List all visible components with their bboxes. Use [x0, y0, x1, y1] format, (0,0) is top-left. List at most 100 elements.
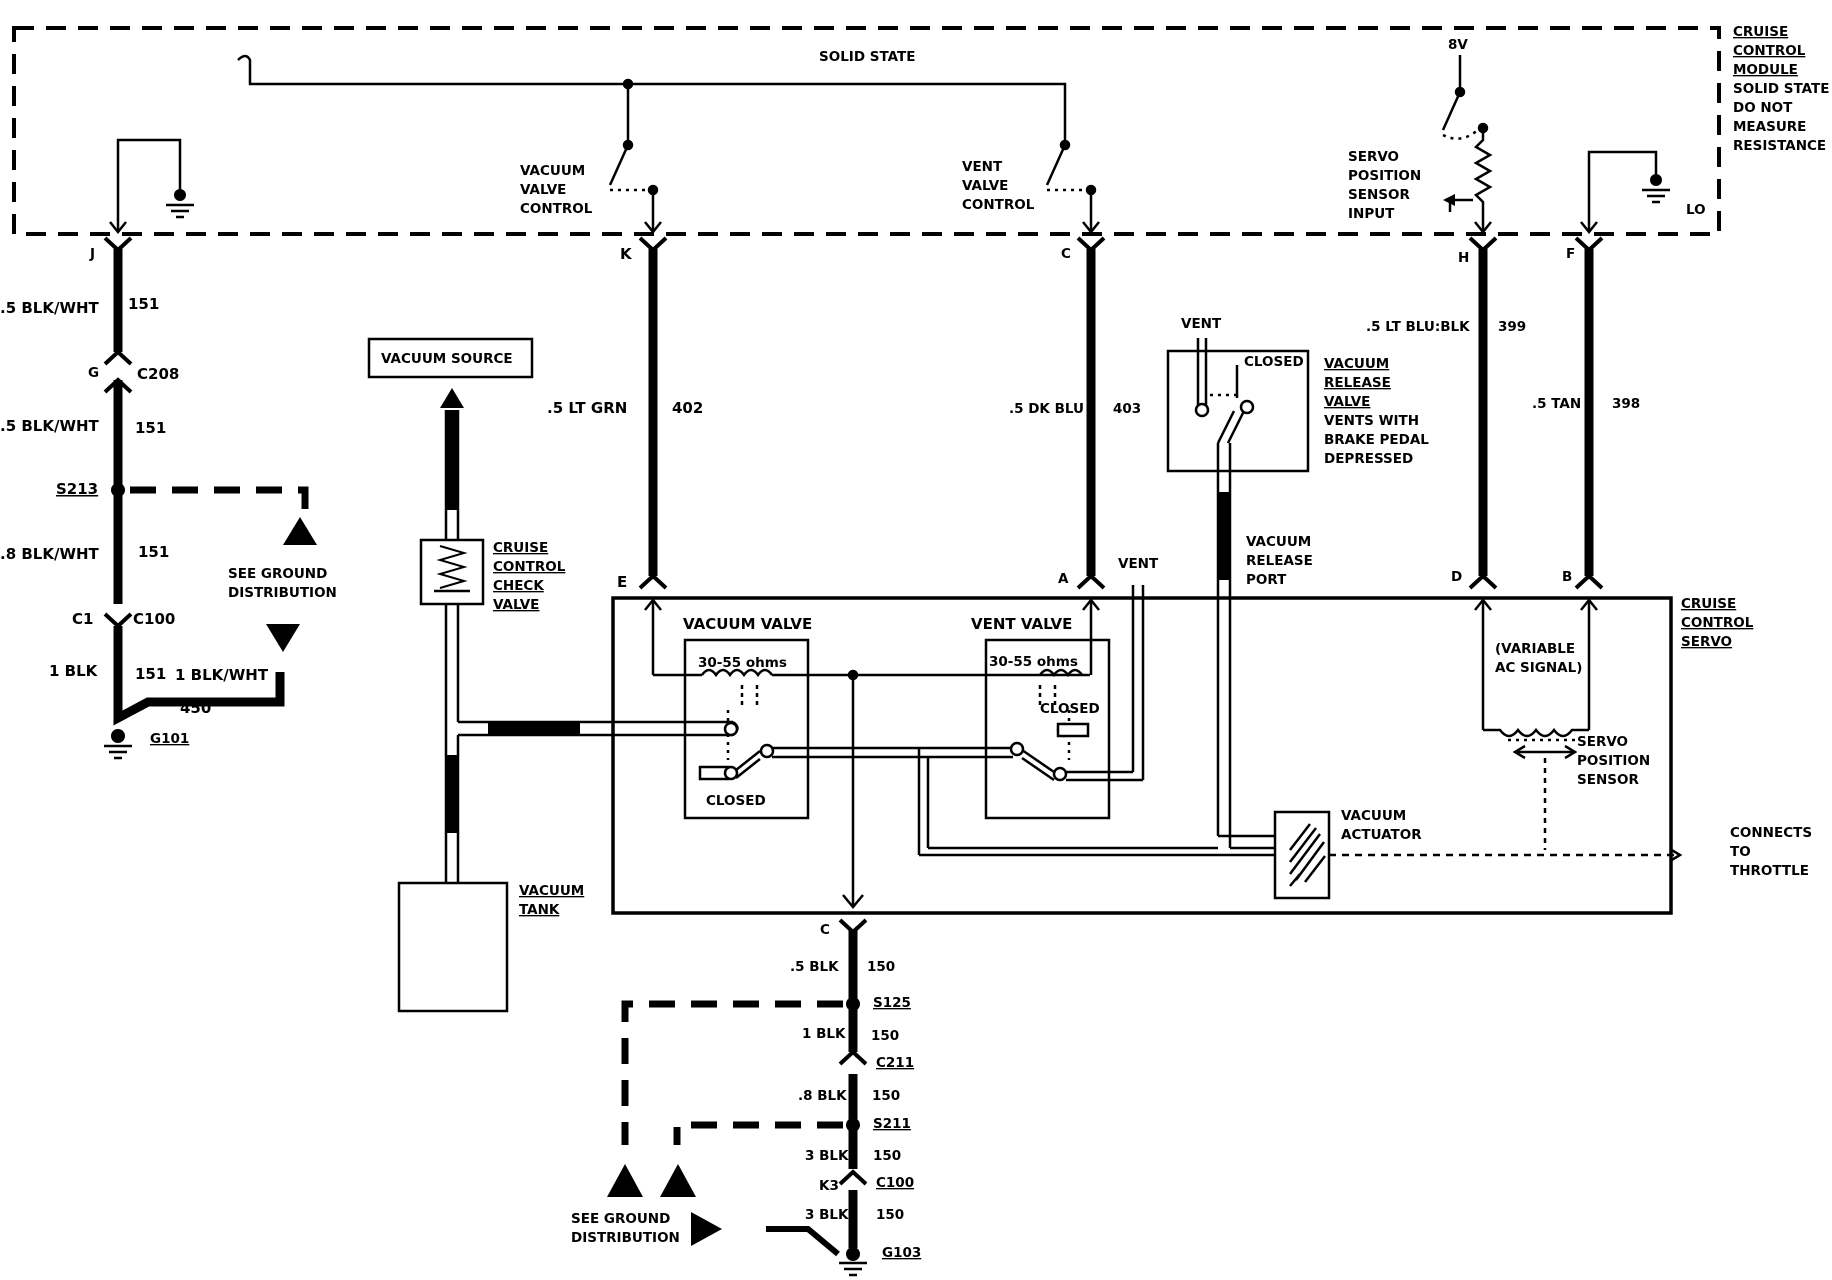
check-valve-2: CONTROL: [493, 559, 566, 575]
connector-c211: C211: [876, 1055, 914, 1071]
vacuum-release-valve: [1166, 338, 1310, 850]
vent-valve-control-3: CONTROL: [962, 197, 1035, 213]
solid-state-label: SOLID STATE: [819, 49, 915, 65]
wire-label: .5 DK BLU: [1009, 401, 1084, 417]
wire-label: .5 BLK/WHT: [0, 417, 100, 435]
closed-vacuum-valve: CLOSED: [706, 793, 766, 809]
cruise-control-module-box: [12, 26, 1721, 236]
wire-f-398: [1574, 236, 1604, 590]
see-ground-bottom-2: DISTRIBUTION: [571, 1230, 680, 1246]
circuit-number: 151: [135, 665, 166, 683]
servo-input-2: POSITION: [1348, 168, 1421, 184]
ground-label-g103: G103: [882, 1245, 921, 1261]
throttle-2: TO: [1730, 844, 1751, 860]
vent-valve-control-2: VALVE: [962, 178, 1008, 194]
variable-ac-2: AC SIGNAL): [1495, 660, 1582, 676]
ohms-2: 30-55 ohms: [989, 654, 1078, 670]
wire-label: 3 BLK: [805, 1207, 849, 1223]
wire-label: .8 BLK/WHT: [0, 545, 100, 563]
ground-distribution-right-icon: [691, 1212, 722, 1246]
vent-valve-control-1: VENT: [962, 159, 1003, 175]
vacuum-source-box: [367, 337, 534, 379]
vacuum-valve-control-1: VACUUM: [520, 163, 585, 179]
check-valve-3: CHECK: [493, 578, 544, 594]
see-ground-1: SEE GROUND: [228, 566, 327, 582]
circuit-number: 150: [871, 1028, 899, 1044]
release-port-1: VACUUM: [1246, 534, 1311, 550]
circuit-number: 151: [138, 543, 169, 561]
closed-vent-valve: CLOSED: [1040, 701, 1100, 717]
ground-distribution-up-icon: [660, 1164, 696, 1197]
wire-label: .8 BLK: [798, 1088, 847, 1104]
ground-distribution-up-icon: [607, 1164, 643, 1197]
splice-s213: [111, 483, 125, 497]
pin-k3: K3: [819, 1178, 839, 1194]
circuit-number: 150: [872, 1088, 900, 1104]
module-title-1: CRUISE: [1733, 24, 1788, 40]
circuit-number: 150: [876, 1207, 904, 1223]
servo-internal-wiring: [644, 585, 1683, 909]
servo-input-3: SENSOR: [1348, 187, 1410, 203]
wire-label: .5 BLK/WHT: [0, 299, 100, 317]
circuit-number: 399: [1498, 319, 1526, 335]
vacuum-hose-left: [397, 410, 739, 1013]
vacuum-source-label: VACUUM SOURCE: [381, 351, 513, 367]
arrow-icon: [1443, 194, 1455, 206]
vacuum-valve-label: VACUUM VALVE: [683, 615, 812, 633]
up-arrow-icon: [440, 388, 464, 408]
release-desc-3: DEPRESSED: [1324, 451, 1413, 467]
module-note-1: SOLID STATE: [1733, 81, 1829, 97]
vacuum-tank-2: TANK: [519, 902, 560, 918]
release-closed-label: CLOSED: [1244, 354, 1304, 370]
module-note-3: MEASURE: [1733, 119, 1806, 135]
lo-label: LO: [1686, 202, 1706, 218]
ground-distribution-up-icon: [283, 517, 317, 545]
circuit-number: 403: [1113, 401, 1141, 417]
circuit-number: 150: [867, 959, 895, 975]
vacuum-tank-1: VACUUM: [519, 883, 584, 899]
release-vent-label: VENT: [1181, 316, 1222, 332]
wire-label: .5 TAN: [1532, 396, 1581, 412]
wire-label: 3 BLK: [805, 1148, 849, 1164]
wire-label: .5 LT BLU:BLK: [1366, 319, 1470, 335]
throttle-1: CONNECTS: [1730, 825, 1812, 841]
circuit-number: 151: [135, 419, 166, 437]
release-port-3: PORT: [1246, 572, 1287, 588]
wire-c-403: [1076, 236, 1106, 590]
ground-distribution-down-icon: [266, 624, 300, 652]
ohms-1: 30-55 ohms: [698, 655, 787, 671]
servo-title-2: CONTROL: [1681, 615, 1754, 631]
splice-label-s125: S125: [873, 995, 911, 1011]
servo-input-1: SERVO: [1348, 149, 1399, 165]
wire-h-399: [1468, 236, 1498, 590]
servo-input-4: INPUT: [1348, 206, 1395, 222]
ground-symbol-module-left: [164, 189, 196, 219]
circuit-number: 151: [128, 295, 159, 313]
variable-ac-1: (VARIABLE: [1495, 641, 1575, 657]
release-title-2: RELEASE: [1324, 375, 1391, 391]
actuator-2: ACTUATOR: [1341, 827, 1422, 843]
pin-e: E: [617, 573, 627, 591]
dashed-ground-s125: [621, 1000, 843, 1145]
dashed-ground-s213: [130, 486, 309, 520]
connector-c100-bottom: C100: [876, 1175, 914, 1191]
servo-sensor-1: SERVO: [1577, 734, 1628, 750]
check-valve-4: VALVE: [493, 597, 539, 613]
release-title-1: VACUUM: [1324, 356, 1389, 372]
connector-c1: C1: [72, 610, 93, 628]
module-title-3: MODULE: [1733, 62, 1798, 78]
release-port-2: RELEASE: [1246, 553, 1313, 569]
wire-label: 1 BLK: [49, 662, 99, 680]
servo-title-3: SERVO: [1681, 634, 1732, 650]
circuit-number: 150: [873, 1148, 901, 1164]
ground-symbol-g103: [837, 1247, 869, 1277]
circuit-number: 450: [180, 699, 211, 717]
connector-c208: C208: [137, 365, 179, 383]
check-valve-1: CRUISE: [493, 540, 548, 556]
throttle-3: THROTTLE: [1730, 863, 1809, 879]
pin-c-bottom: C: [820, 922, 830, 938]
ground-symbol-module-lo: [1640, 174, 1672, 204]
ground-symbol-g101: [102, 729, 134, 760]
pin-a: A: [1058, 571, 1069, 587]
